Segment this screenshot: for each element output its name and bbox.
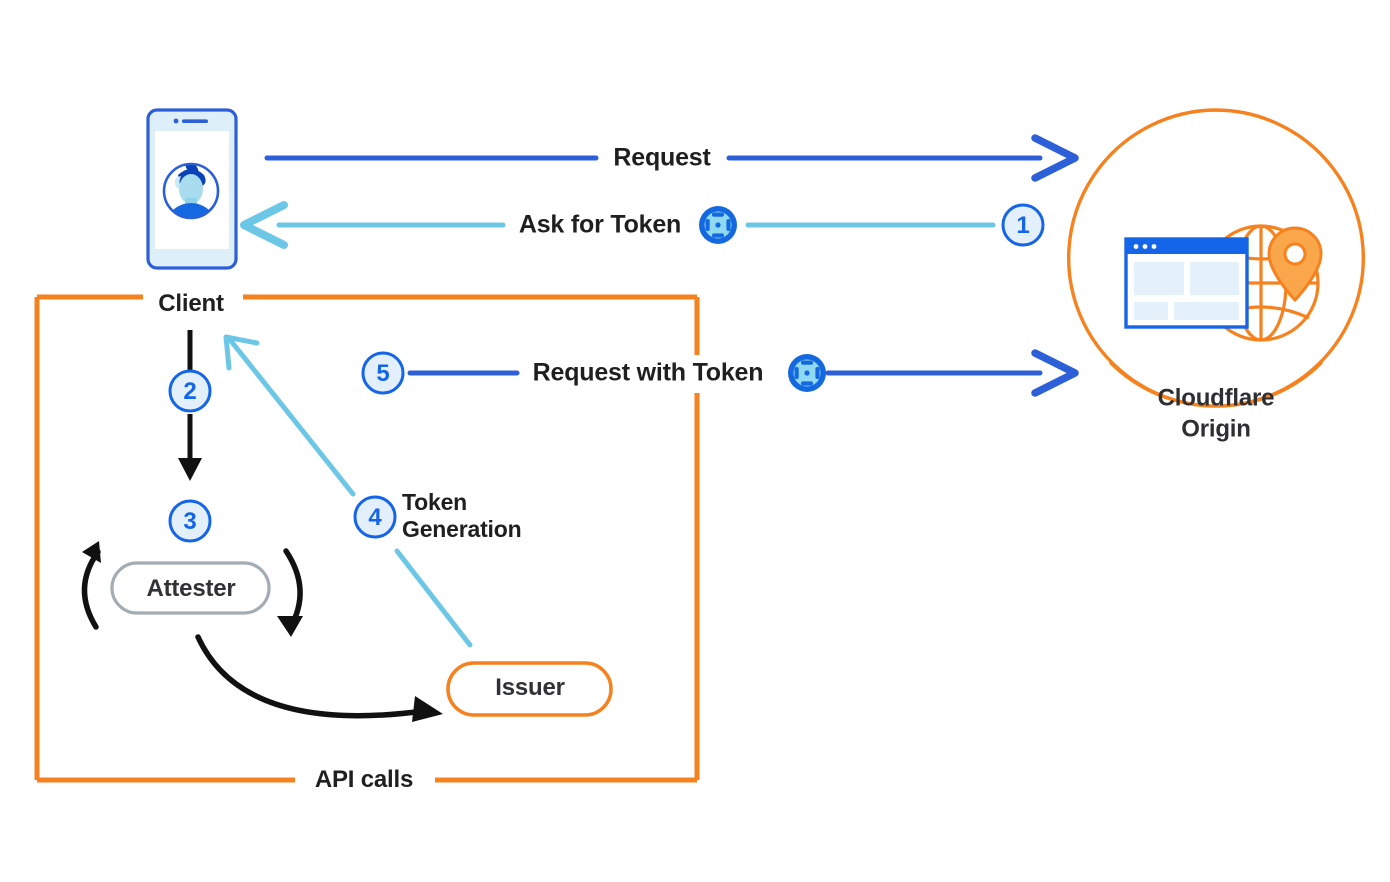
arrow-attester-to-issuer <box>195 634 443 722</box>
node-label-issuer[interactable]: Issuer <box>495 674 565 702</box>
node-label-cloudflare-origin: Cloudflare Origin <box>1157 384 1275 442</box>
arrow-token-generation <box>223 334 473 648</box>
node-label-client: Client <box>151 290 231 318</box>
cloudflare-origin-icon <box>1067 108 1365 408</box>
label-api-calls: API calls <box>307 766 421 794</box>
step-circle-2 <box>168 369 212 413</box>
step-number-3: 3 <box>183 508 197 536</box>
step-number-1: 1 <box>1016 212 1030 240</box>
map-pin-icon <box>1267 226 1323 303</box>
label-ask-for-token: Ask for Token <box>511 210 689 240</box>
step-number-5: 5 <box>376 360 390 388</box>
attester-node[interactable] <box>110 561 271 615</box>
step-circle-1 <box>1001 203 1045 247</box>
api-calls-group-box <box>34 294 700 783</box>
step-circle-5 <box>361 351 405 395</box>
mobile-phone-icon <box>146 108 238 270</box>
step-number-2: 2 <box>183 378 197 406</box>
label-request-with-token: Request with Token <box>525 358 771 388</box>
arrow-attester-loop-right <box>277 548 303 637</box>
issuer-node[interactable] <box>446 661 613 717</box>
step-number-4: 4 <box>368 504 382 532</box>
step-circle-4 <box>353 495 397 539</box>
node-label-attester[interactable]: Attester <box>146 575 236 603</box>
token-badge-icon-ask <box>699 206 737 244</box>
step-circle-3 <box>168 499 212 543</box>
label-request: Request <box>606 143 718 173</box>
label-token-generation: Token Generation <box>402 489 522 543</box>
token-badge-icon-request <box>788 354 826 392</box>
arrow-client-to-attester <box>178 330 202 481</box>
user-avatar-icon <box>162 162 220 220</box>
arrow-attester-loop-left <box>81 541 101 630</box>
browser-window-icon <box>1124 237 1249 329</box>
